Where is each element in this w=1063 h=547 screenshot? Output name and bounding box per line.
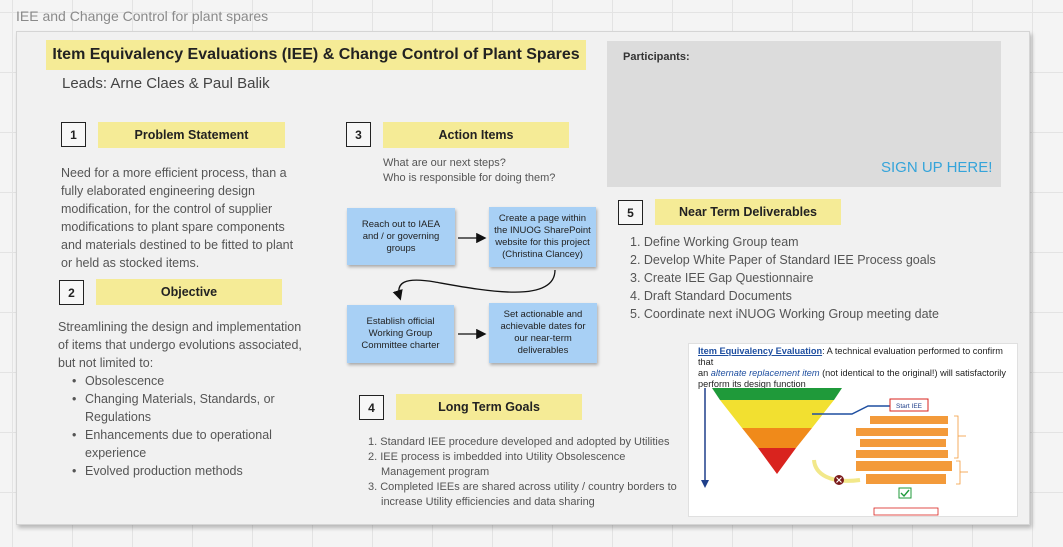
objective-line: but not limited to: — [58, 356, 154, 370]
participants-label: Participants: — [623, 51, 690, 63]
list-item: 2. Develop White Paper of Standard IEE P… — [630, 253, 936, 267]
list-item: 5. Coordinate next iNUOG Working Group m… — [630, 307, 939, 321]
problem-line: Need for a more efficient process, than … — [61, 166, 287, 180]
problem-line: or held as stocked items. — [61, 256, 200, 270]
list-item: 3. Completed IEEs are shared across util… — [368, 481, 677, 508]
bracket — [954, 415, 959, 459]
action-question: What are our next steps? — [383, 157, 506, 169]
process-step-box — [860, 439, 946, 447]
near-term-deliverables-label: Near Term Deliverables — [655, 199, 841, 225]
objective-text: Streamlining the design and implementati… — [58, 318, 343, 480]
action-questions: What are our next steps? Who is responsi… — [383, 156, 603, 186]
list-item: 1. Standard IEE procedure developed and … — [368, 436, 670, 448]
bracket — [956, 460, 961, 485]
section-number-1: 1 — [61, 122, 86, 147]
list-item: Enhancements due to operationalexperienc… — [58, 426, 343, 462]
process-step-box — [856, 428, 948, 436]
section-number-2: 2 — [59, 280, 84, 305]
objective-line: of items that undergo evolutions associa… — [58, 338, 302, 352]
section-number-5: 5 — [618, 200, 643, 225]
pyramid-tier-red — [758, 448, 796, 474]
reject-x — [836, 477, 842, 483]
leads-text: Leads: Arne Claes & Paul Balik — [62, 75, 270, 92]
loop-arrow — [812, 459, 861, 483]
long-term-goals-label: Long Term Goals — [396, 394, 582, 420]
objective-line: Streamlining the design and implementati… — [58, 320, 302, 334]
section-number-4: 4 — [359, 395, 384, 420]
signup-link[interactable]: SIGN UP HERE! — [881, 159, 993, 176]
effort-axis-arrow — [701, 480, 709, 488]
action-flow-connectors — [392, 232, 556, 340]
pyramid-tier-orange — [742, 428, 812, 448]
process-step-box — [870, 416, 948, 424]
objective-bullets: Obsolescence Changing Materials, Standar… — [58, 372, 343, 480]
check-icon — [900, 489, 910, 498]
iee-diagram-image[interactable] — [688, 343, 1018, 517]
problem-line: and materials destined to be fitted to p… — [61, 238, 294, 252]
iee-term: Item Equivalency Evaluation — [698, 346, 823, 356]
problem-line: modifications to plant spare components — [61, 220, 285, 234]
iee-pyramid-graphic: Start IEE — [701, 388, 968, 516]
list-item: 4. Draft Standard Documents — [630, 289, 792, 303]
check-box-icon — [898, 487, 912, 499]
frame-title: IEE and Change Control for plant spares — [16, 8, 269, 24]
objective-label: Objective — [96, 279, 282, 305]
process-step-box — [856, 461, 952, 471]
process-end-box — [873, 507, 939, 516]
iee-connector — [812, 405, 890, 415]
participants-box[interactable] — [607, 41, 1001, 187]
list-item: 2. IEE process is imbedded into Utility … — [368, 451, 626, 478]
list-item: Evolved production methods — [58, 462, 343, 480]
action-items-label: Action Items — [383, 122, 569, 148]
page-title: Item Equivalency Evaluations (IEE) & Cha… — [46, 40, 586, 70]
pyramid-tier-green — [712, 388, 842, 400]
list-item: Changing Materials, Standards, orRegulat… — [58, 390, 343, 426]
list-item: 3. Create IEE Gap Questionnaire — [630, 271, 814, 285]
long-term-goals-list: 1. Standard IEE procedure developed and … — [368, 435, 698, 510]
start-iee-label: Start IEE — [896, 403, 923, 410]
action-question: Who is responsible for doing them? — [383, 172, 556, 184]
list-item: 1. Define Working Group team — [630, 235, 799, 249]
process-step-box — [866, 474, 946, 484]
alternate-item-term: alternate replacement item — [710, 368, 820, 378]
pyramid-tier-yellow — [720, 400, 834, 428]
iee-diagram-caption: Item Equivalency Evaluation: A technical… — [698, 346, 1006, 389]
section-number-3: 3 — [346, 122, 371, 147]
problem-statement-text: Need for a more efficient process, than … — [61, 164, 341, 272]
list-item: Obsolescence — [58, 372, 343, 390]
start-iee-box — [889, 398, 929, 412]
problem-line: modification, for the control of supplie… — [61, 202, 273, 216]
problem-line: fully elaborated engineering design — [61, 184, 255, 198]
process-step-box — [856, 450, 948, 458]
near-term-deliverables-list: 1. Define Working Group team 2. Develop … — [630, 233, 1010, 323]
problem-statement-label: Problem Statement — [98, 122, 285, 148]
connector-arrow — [392, 269, 556, 301]
